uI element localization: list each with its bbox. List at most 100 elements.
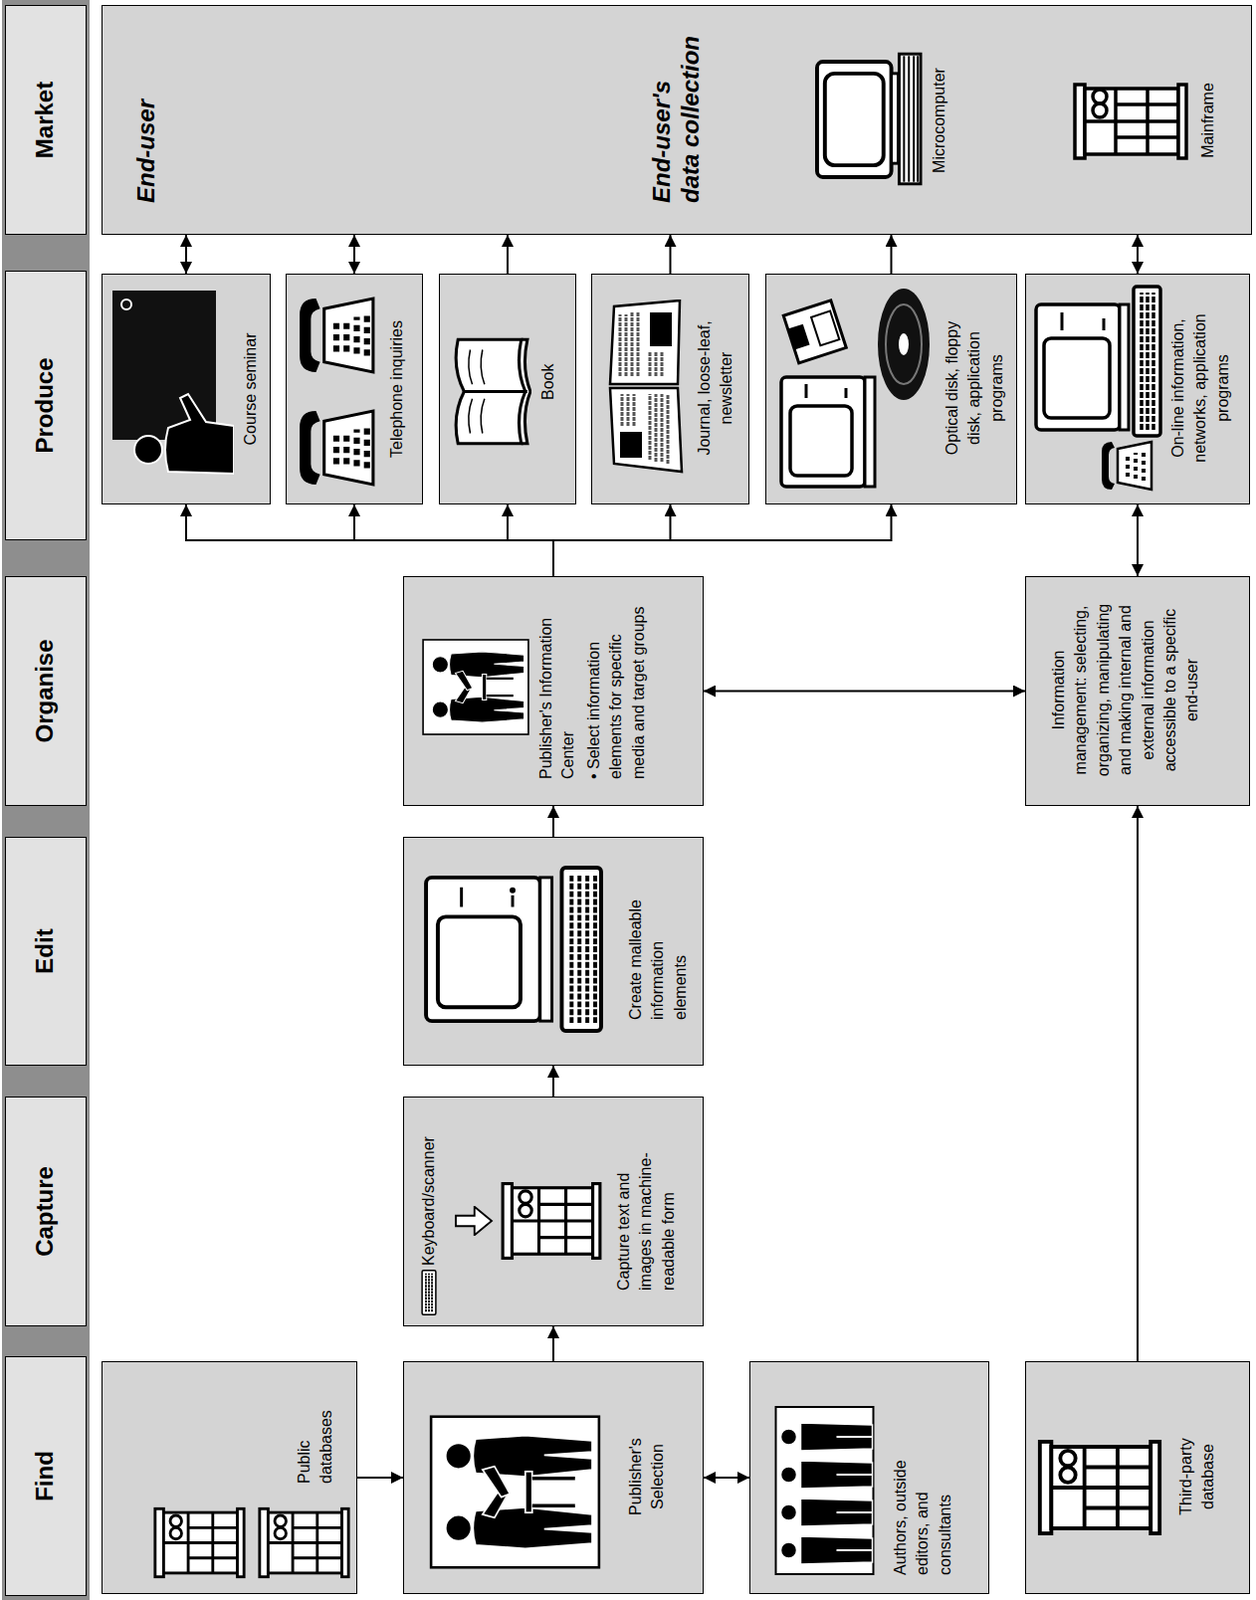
connector-arrow [553, 504, 892, 577]
node-text: On-line information, networks, applicati… [1167, 288, 1235, 488]
icon [1036, 286, 1161, 490]
icon [817, 53, 921, 185]
stage-label: Edit [30, 837, 60, 1065]
text-slot: Telephone inquiries [386, 274, 409, 504]
node-text: Authors, outside editors, and consultant… [889, 1436, 957, 1576]
text-slot: • Select information elements for specif… [583, 588, 650, 780]
text-slot: Mainframe [1197, 6, 1220, 234]
text-slot: Publisher's Selection [625, 1417, 670, 1537]
text-slot: End-user [132, 13, 162, 204]
text-slot: Edit [30, 837, 60, 1065]
text-slot: Find [30, 1357, 60, 1596]
node-text: Information management: selecting, organ… [1047, 603, 1205, 778]
text-slot: Authors, outside editors, and consultant… [889, 1436, 957, 1576]
source-box: Public databases [101, 1361, 358, 1595]
node-text: Third-party database [1175, 1417, 1221, 1537]
icon [299, 298, 374, 373]
icon [430, 1417, 600, 1569]
stage-header: Capture [4, 1096, 87, 1327]
process-box: Create malleable information elements [403, 837, 704, 1066]
connector-arrow [1136, 504, 1139, 577]
text-slot: Capture text and images in machine-reada… [613, 1131, 680, 1291]
stage-header: Find [4, 1356, 87, 1597]
node-text: Public databases [293, 1366, 339, 1484]
connector-arrow [703, 690, 1026, 693]
text-slot: Keyboard/scanner [418, 1106, 440, 1266]
process-box: Keyboard/scanner Capture text and images … [403, 1096, 704, 1327]
product-box: Optical disk, floppy disk, application p… [765, 273, 1018, 505]
text-slot: Third-party database [1175, 1417, 1221, 1537]
node-text: Create malleable information elements [625, 880, 692, 1021]
node-text: Publisher's Information Center [535, 595, 581, 780]
stage-header: Organise [4, 576, 87, 807]
text-slot: Course seminar [239, 274, 262, 504]
connector-arrow [552, 1065, 555, 1097]
source-box: Authors, outside editors, and consultant… [749, 1361, 990, 1595]
node-text: Mainframe [1197, 6, 1220, 234]
icon [425, 867, 602, 1032]
text-slot: Optical disk, floppy disk, application p… [941, 308, 1009, 468]
icon [781, 288, 930, 487]
node-text: Keyboard/scanner [418, 1106, 440, 1266]
connector-arrow [1136, 806, 1139, 1362]
connector-arrow [185, 234, 188, 274]
process-box: Information management: selecting, organ… [1025, 576, 1251, 807]
node-text: Course seminar [239, 274, 262, 504]
stage-header: Produce [4, 270, 87, 541]
icon-group [404, 1097, 703, 1326]
icon [455, 1207, 492, 1237]
icon [502, 1184, 601, 1259]
icon [1040, 1442, 1160, 1534]
source-box: Third-party database [1025, 1361, 1251, 1595]
connector-arrow [186, 504, 554, 577]
text-slot: End-user's data collection [647, 27, 706, 204]
text-slot: Produce [30, 271, 60, 540]
stage-label: Capture [30, 1097, 60, 1326]
product-box: Book [438, 273, 577, 505]
icon [259, 1508, 349, 1577]
icon [455, 339, 531, 444]
text-slot: Capture [30, 1097, 60, 1326]
node-text: Microcomputer [928, 6, 951, 234]
icon [112, 290, 234, 474]
connector-arrow [506, 234, 509, 274]
text-slot: Public databases [293, 1366, 339, 1484]
process-box: Publisher's Information Center• Select i… [403, 576, 704, 807]
node-text: Capture text and images in machine-reada… [613, 1131, 680, 1291]
process-box: Publisher's Selection [403, 1361, 704, 1595]
node-text: Telephone inquiries [386, 274, 409, 504]
connector-arrow [890, 234, 893, 274]
text-slot: Create malleable information elements [625, 880, 692, 1021]
text-slot: Publisher's Information Center [535, 595, 581, 780]
stage-label: Produce [30, 271, 60, 540]
text-slot: Market [30, 5, 60, 234]
node-text: Book [537, 320, 560, 401]
icon [299, 411, 374, 485]
icon [155, 1508, 244, 1577]
stage-label: Organise [30, 577, 60, 806]
icon [776, 1407, 874, 1575]
connector-arrow [353, 234, 356, 274]
connector-arrow [669, 234, 672, 274]
text-slot: Book [537, 320, 560, 401]
header-strip [1, 0, 90, 1600]
node-text: Publisher's Selection [625, 1417, 670, 1537]
node-text: • Select information elements for specif… [583, 588, 650, 780]
text-slot: Journal, loose-leaf, newsletter [693, 288, 739, 488]
product-box: Telephone inquiries [285, 273, 423, 505]
stage-header: Edit [4, 837, 87, 1066]
connector-arrow [552, 806, 555, 838]
product-box: Journal, loose-leaf, newsletter [591, 273, 750, 505]
connector-arrow [1136, 234, 1139, 274]
stage-label: Market [30, 5, 60, 234]
node-text: Optical disk, floppy disk, application p… [941, 308, 1009, 468]
connector-arrow [357, 1476, 404, 1479]
icon [610, 300, 682, 472]
connector-arrow [552, 1326, 555, 1362]
node-text: Journal, loose-leaf, newsletter [693, 288, 739, 488]
node-text: End-user [132, 13, 162, 204]
icon [1074, 84, 1187, 159]
product-box: On-line information, networks, applicati… [1025, 273, 1251, 505]
text-slot: On-line information, networks, applicati… [1167, 288, 1235, 488]
